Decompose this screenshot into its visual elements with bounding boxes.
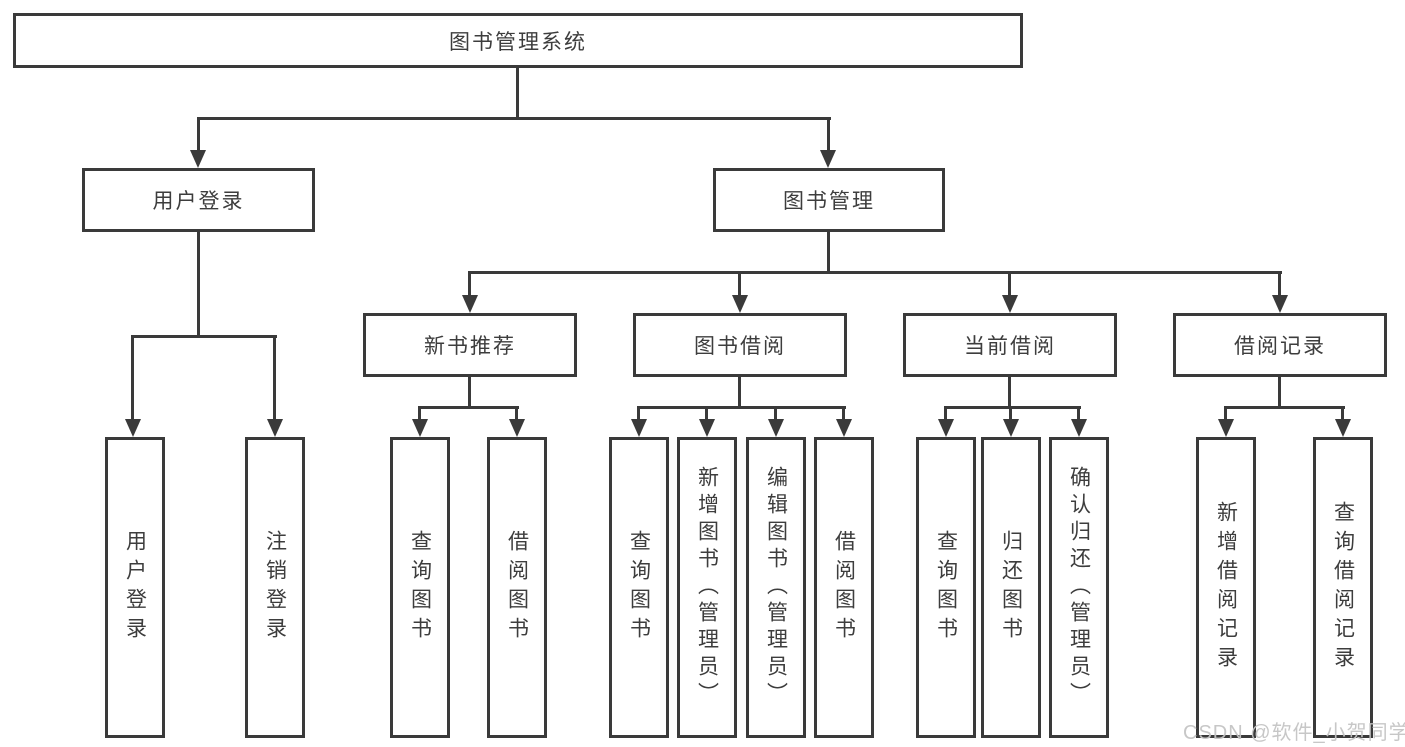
- leaf-user-login: 用户登录: [105, 437, 165, 738]
- connector-line: [131, 335, 134, 421]
- arrow-down-icon: [836, 419, 852, 437]
- arrow-down-icon: [631, 419, 647, 437]
- connector-line: [944, 406, 947, 423]
- leaf-query-books-recommend: 查询图书: [390, 437, 450, 738]
- arrow-down-icon: [267, 419, 283, 437]
- connector-line: [637, 406, 640, 423]
- node-book-borrowing: 图书借阅: [633, 313, 847, 377]
- leaf-confirm-return-admin: 确认归还（管理员）: [1049, 437, 1109, 738]
- arrow-down-icon: [1071, 419, 1087, 437]
- connector-line: [468, 377, 471, 409]
- connector-line: [197, 232, 200, 338]
- leaf-query-books-borrow: 查询图书: [609, 437, 669, 738]
- connector-line: [774, 406, 777, 423]
- connector-line: [1224, 406, 1227, 423]
- connector-line: [197, 117, 831, 120]
- leaf-borrow-books-recommend: 借阅图书: [487, 437, 547, 738]
- connector-line: [418, 406, 421, 423]
- arrow-down-icon: [1272, 295, 1288, 313]
- connector-line: [705, 406, 708, 423]
- leaf-return-books: 归还图书: [981, 437, 1041, 738]
- arrow-down-icon: [1218, 419, 1234, 437]
- connector-line: [738, 377, 741, 409]
- connector-line: [131, 335, 277, 338]
- connector-line: [1278, 271, 1281, 299]
- connector-line: [1008, 271, 1011, 299]
- leaf-add-book-admin: 新增图书（管理员）: [677, 437, 737, 738]
- arrow-down-icon: [509, 419, 525, 437]
- leaf-add-borrow-record: 新增借阅记录: [1196, 437, 1256, 738]
- arrow-down-icon: [699, 419, 715, 437]
- connector-line: [827, 117, 830, 152]
- connector-line: [273, 335, 276, 421]
- leaf-query-borrow-record: 查询借阅记录: [1313, 437, 1373, 738]
- connector-line: [516, 68, 519, 120]
- arrow-down-icon: [462, 295, 478, 313]
- node-book-management: 图书管理: [713, 168, 945, 232]
- node-borrowing-records: 借阅记录: [1173, 313, 1387, 377]
- connector-line: [1077, 406, 1080, 423]
- connector-line: [1009, 406, 1012, 423]
- connector-line: [637, 406, 846, 409]
- arrow-down-icon: [768, 419, 784, 437]
- leaf-query-books-current: 查询图书: [916, 437, 976, 738]
- connector-line: [418, 406, 519, 409]
- connector-line: [944, 406, 1081, 409]
- arrow-down-icon: [125, 419, 141, 437]
- node-new-book-recommendation: 新书推荐: [363, 313, 577, 377]
- connector-line: [1008, 377, 1011, 409]
- watermark: CSDN @软件_小贺同学: [1183, 722, 1405, 744]
- connector-line: [468, 271, 1282, 274]
- arrow-down-icon: [1335, 419, 1351, 437]
- connector-line: [738, 271, 741, 299]
- leaf-edit-book-admin: 编辑图书（管理员）: [746, 437, 806, 738]
- connector-line: [1278, 377, 1281, 409]
- connector-line: [197, 117, 200, 152]
- node-user-login: 用户登录: [82, 168, 315, 232]
- arrow-down-icon: [412, 419, 428, 437]
- connector-line: [515, 406, 518, 423]
- node-library-system: 图书管理系统: [13, 13, 1023, 68]
- arrow-down-icon: [732, 295, 748, 313]
- connector-line: [827, 232, 830, 274]
- arrow-down-icon: [1002, 295, 1018, 313]
- connector-line: [842, 406, 845, 423]
- connector-line: [1224, 406, 1345, 409]
- arrow-down-icon: [820, 150, 836, 168]
- arrow-down-icon: [1003, 419, 1019, 437]
- leaf-logout: 注销登录: [245, 437, 305, 738]
- connector-line: [1341, 406, 1344, 423]
- arrow-down-icon: [190, 150, 206, 168]
- arrow-down-icon: [938, 419, 954, 437]
- leaf-borrow-books-borrow: 借阅图书: [814, 437, 874, 738]
- connector-line: [468, 271, 471, 299]
- node-current-borrowing: 当前借阅: [903, 313, 1117, 377]
